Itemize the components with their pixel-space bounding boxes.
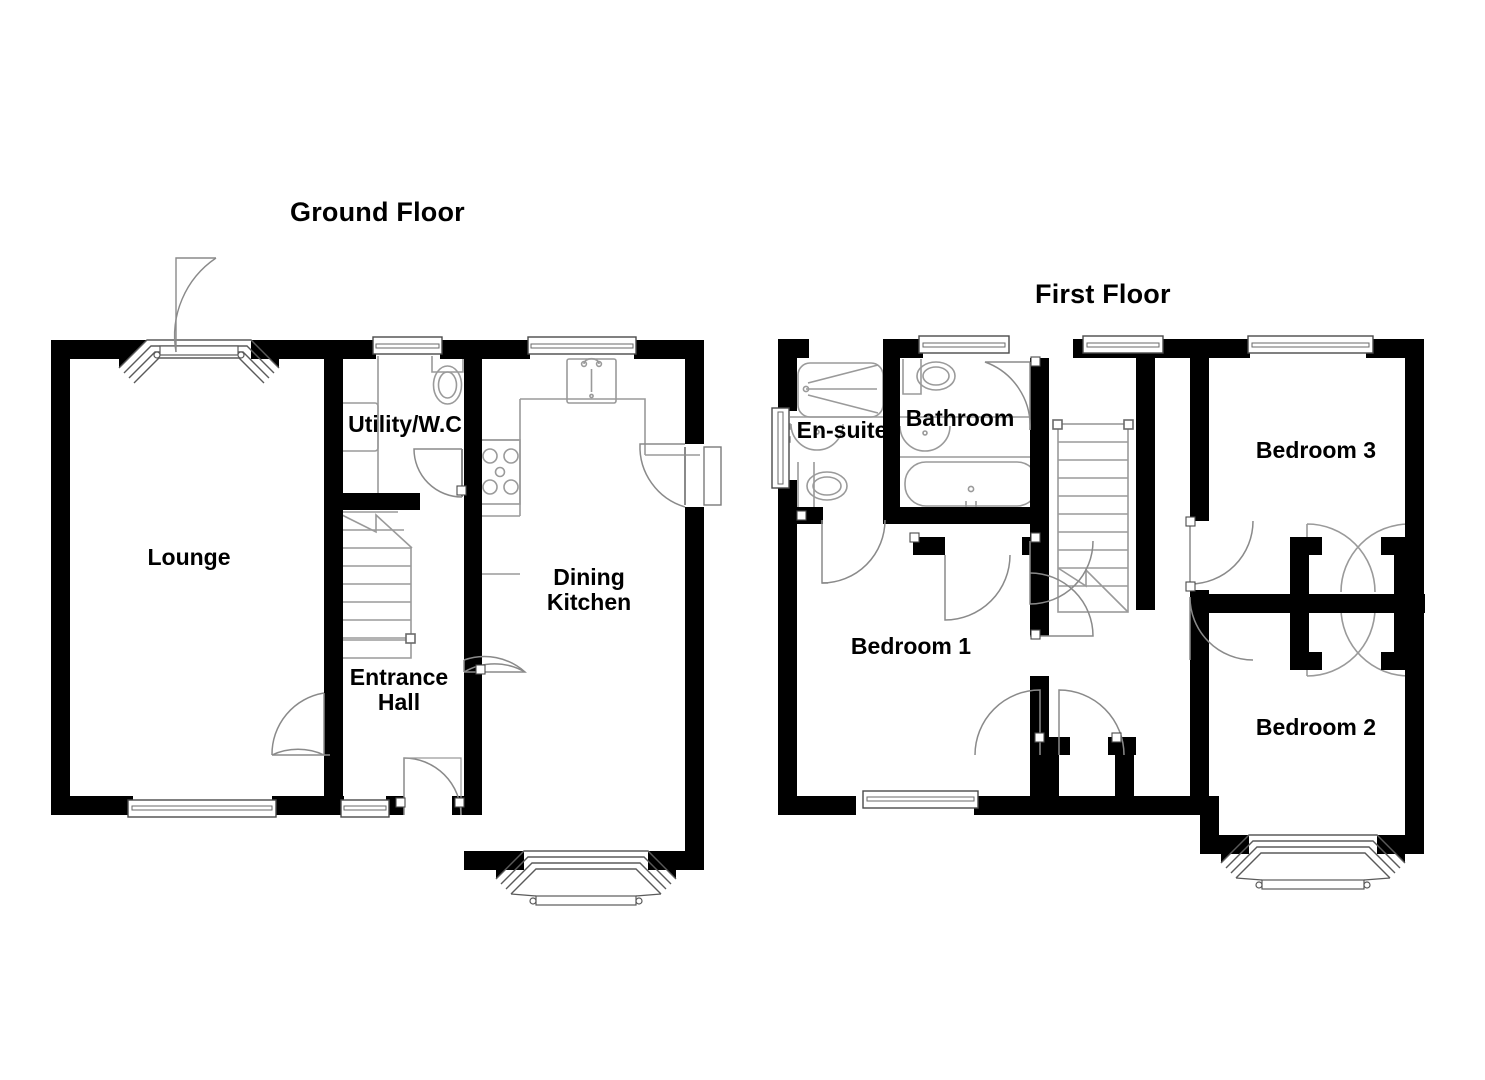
toilet-icon-ensuite xyxy=(797,462,848,511)
wardrobe-doors-bedroom3 xyxy=(1306,523,1410,593)
room-label-en-suite: En-suite xyxy=(796,417,888,443)
ground-floor-reveals xyxy=(395,485,486,808)
first-floor-fixtures xyxy=(783,359,1410,677)
staircase-down-icon xyxy=(1052,419,1134,613)
bay-window-lounge-front xyxy=(118,257,280,384)
staircase-up-icon xyxy=(335,511,416,659)
first-floor-windows xyxy=(771,335,1406,890)
first-floor-group xyxy=(771,335,1425,890)
bay-window-kitchen-rear xyxy=(495,850,677,906)
ground-floor-doors xyxy=(271,443,722,816)
toilet-icon-wc xyxy=(431,356,464,405)
room-label-lounge: Lounge xyxy=(147,544,231,570)
door-bathroom xyxy=(984,361,1031,431)
window-utility xyxy=(372,336,443,355)
door-utility xyxy=(413,448,463,498)
first-floor-doors xyxy=(821,361,1254,756)
door-entrance-hall-left xyxy=(271,692,330,757)
room-label-dining-kitchen-line2: Kitchen xyxy=(546,589,632,616)
ground-floor-title: Ground Floor xyxy=(290,197,465,227)
window-hall-rear xyxy=(340,799,390,818)
room-label-dining-kitchen: Dining Kitchen xyxy=(519,564,659,616)
door-bedroom1 xyxy=(1029,540,1094,637)
window-bedroom1-rear xyxy=(862,790,979,809)
hob-icon xyxy=(477,439,521,505)
window-kitchen xyxy=(527,336,637,355)
door-ensuite xyxy=(821,519,886,584)
window-bathroom-front xyxy=(918,335,1010,354)
ground-floor-group xyxy=(51,257,722,906)
window-lounge-rear xyxy=(127,799,277,818)
first-floor-reveals xyxy=(796,356,1196,743)
bath-icon xyxy=(897,456,1044,517)
room-label-utility-wc: Utility/W.C xyxy=(348,411,462,437)
room-label-bathroom: Bathroom xyxy=(905,405,1015,431)
door-landing-pair-bottom xyxy=(974,689,1125,756)
door-kitchen-external xyxy=(639,443,722,508)
room-label-entrance-hall-line2: Hall xyxy=(377,689,421,716)
room-label-dining-kitchen-line1: Dining xyxy=(553,564,625,590)
ground-floor-windows xyxy=(118,257,677,906)
door-bedroom2 xyxy=(1189,596,1254,661)
window-landing-front xyxy=(1082,335,1164,354)
door-hall-to-kitchen xyxy=(463,655,527,673)
window-bedroom3-front xyxy=(1247,335,1374,354)
room-label-bedroom-3: Bedroom 3 xyxy=(1255,437,1377,463)
shower-icon xyxy=(797,362,884,418)
window-ensuite-side xyxy=(771,407,790,489)
door-landing-left xyxy=(944,554,1011,621)
bay-window-bedroom2-rear xyxy=(1220,834,1406,890)
toilet-icon-bathroom xyxy=(902,359,956,395)
sink-icon xyxy=(566,357,617,404)
room-label-bedroom-2: Bedroom 2 xyxy=(1255,714,1377,740)
first-floor-title: First Floor xyxy=(1035,279,1171,309)
door-bedroom3 xyxy=(1189,520,1254,585)
room-label-entrance-hall-line1: Entrance xyxy=(349,664,449,690)
room-label-bedroom-1: Bedroom 1 xyxy=(850,633,972,659)
room-label-entrance-hall: Entrance Hall xyxy=(329,664,469,716)
